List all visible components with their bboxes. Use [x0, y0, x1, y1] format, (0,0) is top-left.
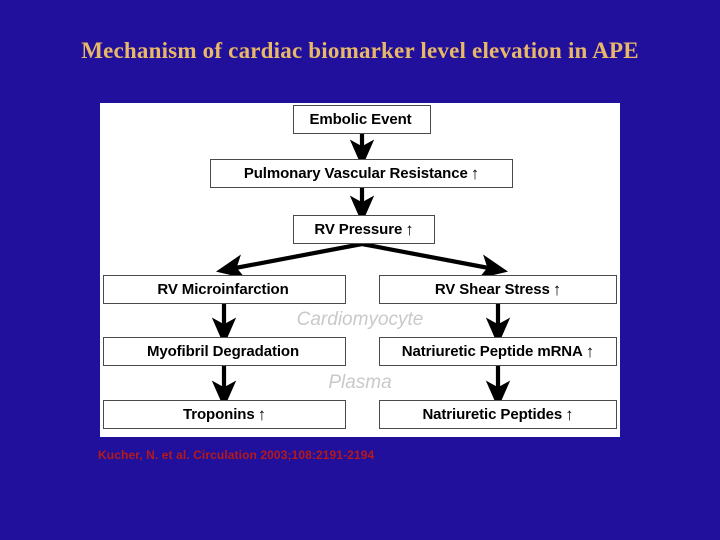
citation-text: Kucher, N. et al. Circulation 2003;108:2… [98, 448, 375, 462]
flow-node-label: Pulmonary Vascular Resistance [243, 165, 468, 182]
up-arrow-icon: ↑ [565, 405, 574, 424]
flow-node-label: RV Microinfarction [157, 281, 289, 298]
up-arrow-icon: ↑ [257, 405, 267, 424]
flow-node-rv-shear-stress: RV Shear Stress↑ [379, 275, 617, 304]
up-arrow-icon: ↑ [552, 280, 562, 299]
flow-node-rv-microinfarction: RV Microinfarction [103, 275, 346, 304]
flow-node-label: RV Shear Stress [434, 281, 550, 298]
up-arrow-icon: ↑ [585, 342, 595, 361]
flow-node-label: RV Pressure [314, 221, 403, 238]
flow-node-troponins: Troponins↑ [103, 400, 346, 429]
compartment-label-cardiomyocyte: Cardiomyocyte [296, 309, 424, 330]
flow-node-embolic-event: Embolic Event [293, 105, 431, 134]
flow-node-natriuretic-peptides: Natriuretic Peptides↑ [379, 400, 617, 429]
up-arrow-icon: ↑ [405, 220, 414, 239]
flow-node-label: Embolic Event [309, 111, 412, 128]
flow-node-label: Troponins [182, 406, 255, 423]
flow-node-label: Myofibril Degradation [146, 343, 300, 360]
up-arrow-icon: ↑ [470, 164, 480, 183]
flow-node-myofibril-degradation: Myofibril Degradation [103, 337, 346, 366]
flow-node-pulmonary-vascular-resistance: Pulmonary Vascular Resistance↑ [210, 159, 513, 188]
compartment-label-plasma: Plasma [328, 372, 392, 393]
flow-node-rv-pressure: RV Pressure↑ [293, 215, 435, 244]
page-title: Mechanism of cardiac biomarker level ele… [81, 38, 639, 63]
flow-node-natriuretic-peptide-mrna: Natriuretic Peptide mRNA↑ [379, 337, 617, 366]
flow-node-label: Natriuretic Peptide mRNA [401, 343, 583, 360]
figure-panel: Cardiomyocyte Plasma Embolic Event Pulmo… [100, 103, 620, 437]
flow-node-label: Natriuretic Peptides [422, 406, 563, 423]
